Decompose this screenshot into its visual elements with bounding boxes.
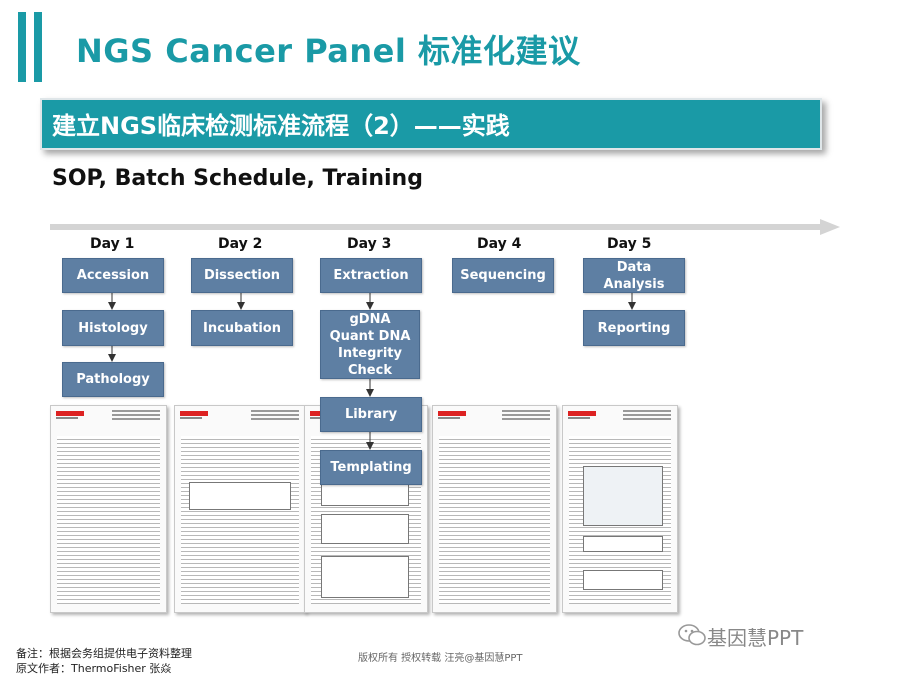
subtitle: SOP, Batch Schedule, Training bbox=[52, 166, 423, 191]
day-5-label: Day 5 bbox=[607, 236, 652, 252]
step-extraction: Extraction bbox=[320, 258, 422, 293]
step-data-analysis: Data Analysis bbox=[583, 258, 685, 293]
timeline-arrow bbox=[50, 219, 840, 235]
sop-document-page bbox=[304, 405, 428, 613]
title-accent-bar bbox=[18, 12, 26, 82]
step-dissection: Dissection bbox=[191, 258, 293, 293]
step-pathology: Pathology bbox=[62, 362, 164, 397]
title-accent-bar-2 bbox=[34, 12, 42, 82]
sop-document-page bbox=[174, 405, 306, 613]
day-1-label: Day 1 bbox=[90, 236, 135, 252]
footer-author: 原文作者：ThermoFisher 张焱 bbox=[16, 662, 172, 675]
step-accession: Accession bbox=[62, 258, 164, 293]
step-histology: Histology bbox=[62, 310, 164, 346]
sop-document-page bbox=[50, 405, 167, 613]
step-library: Library bbox=[320, 397, 422, 432]
sop-document-page bbox=[562, 405, 678, 613]
step-sequencing: Sequencing bbox=[452, 258, 554, 293]
watermark-text: 基因慧PPT bbox=[707, 626, 804, 650]
page-title: NGS Cancer Panel 标准化建议 bbox=[76, 32, 581, 70]
step-gdna-quant: gDNA Quant DNA Integrity Check bbox=[320, 310, 420, 379]
banner-title: 建立NGS临床检测标准流程（2）——实践 bbox=[52, 112, 510, 140]
day-4-label: Day 4 bbox=[477, 236, 522, 252]
step-incubation: Incubation bbox=[191, 310, 293, 346]
sop-document-page bbox=[432, 405, 557, 613]
day-2-label: Day 2 bbox=[218, 236, 263, 252]
step-reporting: Reporting bbox=[583, 310, 685, 346]
section-banner bbox=[40, 98, 822, 150]
footer-note: 备注：根据会务组提供电子资料整理 bbox=[16, 647, 192, 660]
wechat-icon bbox=[678, 624, 706, 646]
step-templating: Templating bbox=[320, 450, 422, 485]
footer-copyright: 版权所有 授权转载 汪亮@基因慧PPT bbox=[358, 653, 523, 664]
day-3-label: Day 3 bbox=[347, 236, 392, 252]
